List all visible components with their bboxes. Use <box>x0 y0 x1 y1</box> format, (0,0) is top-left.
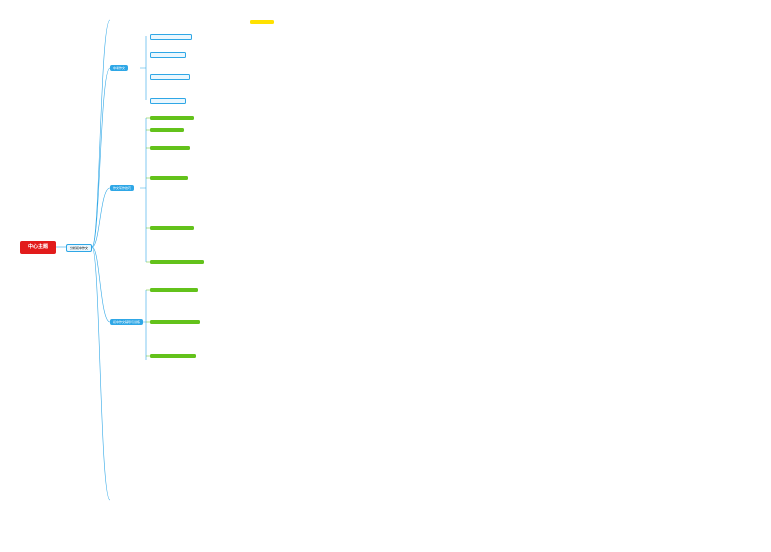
subnode <box>150 146 190 150</box>
subnode <box>150 74 190 80</box>
branch-exam[interactable]: 中考作文 <box>110 65 129 71</box>
subnode <box>150 34 192 40</box>
root-node[interactable]: 中心主题 <box>20 241 56 254</box>
subnode <box>150 52 186 58</box>
main-branch[interactable]: 分析初中作文 <box>66 244 93 252</box>
subnode <box>150 288 198 292</box>
branch-guidance[interactable]: 初中作文辅导与训练 <box>110 319 144 325</box>
highlight <box>250 20 274 24</box>
branch-writing-skills[interactable]: 作文写作技巧 <box>110 185 135 191</box>
subnode <box>150 354 196 358</box>
subnode <box>150 128 184 132</box>
subnode <box>150 226 194 230</box>
subnode <box>150 176 188 180</box>
subnode <box>150 320 200 324</box>
subnode <box>150 98 186 104</box>
subnode <box>150 260 204 264</box>
subnode <box>150 116 194 120</box>
